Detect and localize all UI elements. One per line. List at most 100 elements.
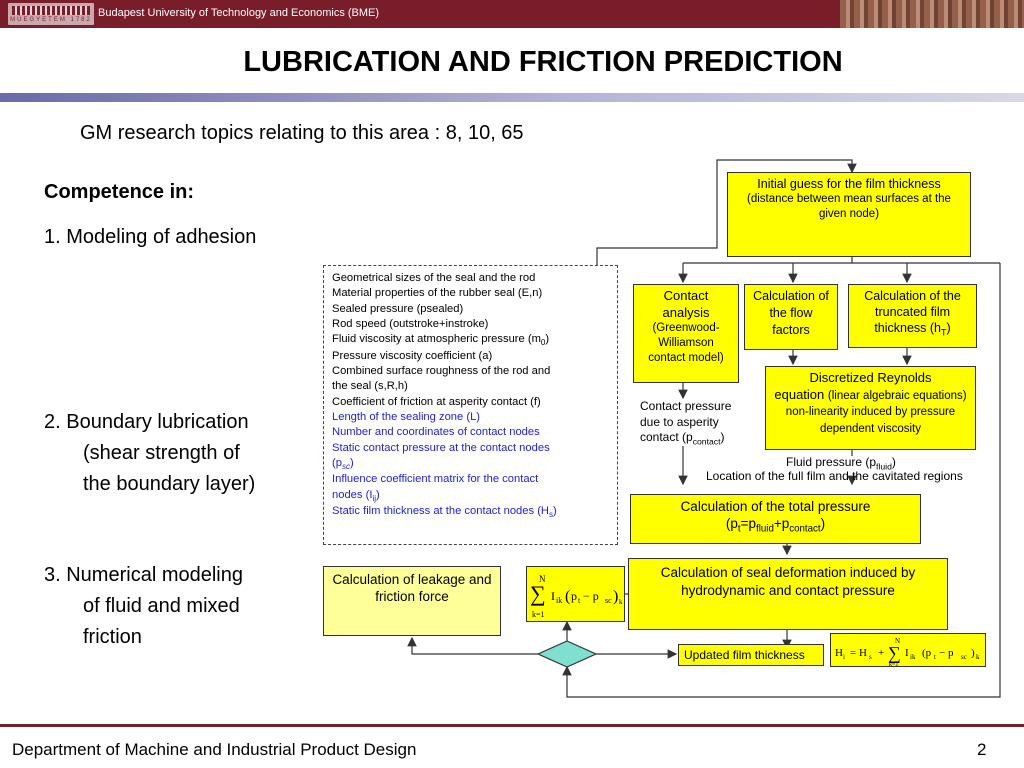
- param-contact-nodes: Number and coordinates of contact nodes: [332, 426, 540, 439]
- sum-upper-limit: N: [539, 574, 546, 584]
- page-number: 2: [977, 740, 987, 759]
- gm-research-topics: GM research topics relating to this area…: [80, 122, 524, 144]
- diamond-to-leakage-arrow: [407, 636, 538, 655]
- reynolds-detail: equation (linear algebraic equations) no…: [774, 386, 967, 436]
- h-eq: = H: [850, 647, 867, 659]
- sum-term-p: p: [571, 589, 577, 603]
- logo-building-icon: [12, 6, 90, 15]
- h-term-p: (p: [922, 647, 932, 659]
- seal-deformation-text: Calculation of seal deformation induced …: [660, 565, 916, 599]
- contact-analysis-line5: contact model): [648, 351, 724, 364]
- total-pressure-formula: (pt=pfluid+pcontact): [725, 516, 826, 535]
- param-psc: (psc): [332, 457, 354, 472]
- param-roughness: Combined surface roughness of the rod an…: [332, 364, 551, 377]
- total-pressure-box: Calculation of the total pressure (pt=pf…: [630, 494, 921, 544]
- updated-film-box: Updated film thickness: [678, 644, 824, 666]
- param-influence-nodes: nodes (Iij): [332, 488, 380, 503]
- contact-pressure-note: Contact pressure due to asperity contact…: [640, 399, 731, 448]
- university-name: Budapest University of Technology and Ec…: [98, 7, 380, 19]
- h-sigma-glyph: ∑: [888, 643, 901, 663]
- param-material: Material properties of the rubber seal (…: [332, 287, 543, 300]
- h-upper-limit: N: [895, 637, 900, 645]
- reynolds-equation-box: Discretized Reynolds equation (linear al…: [765, 366, 976, 450]
- loop-to-initial-guess-arrow: [596, 159, 857, 265]
- sum-term-minus: − p: [583, 589, 599, 603]
- contact-pressure-line1: Contact pressure: [640, 399, 732, 413]
- film-thickness-formula: H i = H s + N ∑ k=1 I ik (p t − p sc ) k: [835, 637, 980, 668]
- sum-sigma-glyph: ∑: [530, 581, 546, 606]
- sum-term-t: t: [578, 596, 581, 605]
- initial-guess-title: Initial guess for the film thickness: [757, 177, 941, 191]
- h-term-t: t: [934, 653, 936, 661]
- competence-item-adhesion: 1. Modeling of adhesion: [44, 226, 257, 248]
- header-building-photo: [840, 0, 1024, 28]
- footer-rule: [0, 724, 1024, 727]
- flow-factors-text: Calculation of the flow factors: [753, 289, 829, 337]
- param-pressure-viscosity: Pressure viscosity coefficient (a): [332, 349, 493, 362]
- contact-analysis-line2: analysis: [662, 304, 710, 320]
- param-geometry: Geometrical sizes of the seal and the ro…: [332, 272, 536, 284]
- title-rule: [0, 93, 1024, 102]
- sum-term-i: I: [551, 589, 555, 603]
- page-title: LUBRICATION AND FRICTION PREDICTION: [243, 46, 843, 78]
- param-sealed-pressure: Sealed pressure (psealed): [332, 302, 464, 315]
- h-lower-limit: k=1: [889, 662, 898, 668]
- h-term-close: ): [971, 647, 975, 659]
- decision-diamond: [536, 640, 598, 668]
- sum-term-k: k: [619, 598, 623, 606]
- param-rod-speed: Rod speed (outstroke+instroke): [332, 318, 489, 331]
- sum-open-paren: (: [565, 588, 570, 605]
- bme-logo: MŰEGYETEM 1782: [8, 3, 94, 25]
- competence-item-numerical-line3: friction: [83, 626, 142, 648]
- logo-text: MŰEGYETEM 1782: [10, 17, 92, 23]
- truncated-film-text: Calculation of the truncated film thickn…: [864, 289, 961, 338]
- param-friction-coefficient: Coefficient of friction at asperity cont…: [332, 395, 541, 408]
- sum-close-paren: ): [613, 588, 618, 605]
- sum-term-ik: ik: [556, 596, 562, 605]
- pressure-sum-formula: N ∑ k=1 I ik ( p t − p sc ) k: [530, 574, 623, 619]
- right-loop-arrow: [562, 263, 1001, 698]
- h-term-sc: sc: [961, 653, 967, 661]
- contact-analysis-box: Contact analysis (Greenwood- Williamson …: [633, 284, 739, 383]
- h-term-i: I: [905, 647, 909, 659]
- contact-analysis-line4: Williamson: [658, 336, 714, 349]
- leakage-friction-text: Calculation of leakage and friction forc…: [332, 572, 492, 605]
- competence-item-boundary: 2. Boundary lubrication: [44, 411, 249, 433]
- initial-guess-box: Initial guess for the film thickness (di…: [727, 172, 971, 257]
- pressure-sum-formula-box: N ∑ k=1 I ik ( p t − p sc ) k: [526, 566, 625, 622]
- sum-lower-limit: k=1: [532, 610, 545, 619]
- param-roughness-cont: the seal (s,R,h): [332, 380, 408, 393]
- seal-deformation-box: Calculation of seal deformation induced …: [628, 558, 948, 630]
- fluid-pressure-note: Fluid pressure (pfluid): [786, 455, 896, 472]
- h-term-minus: − p: [939, 647, 954, 659]
- sum-term-sc: sc: [605, 596, 612, 605]
- param-fluid-viscosity: Fluid viscosity at atmospheric pressure …: [332, 333, 550, 348]
- h-term-k: k: [976, 653, 980, 661]
- competence-item-boundary-line3: the boundary layer): [83, 473, 256, 495]
- contact-analysis-line3: (Greenwood-: [652, 322, 720, 335]
- leakage-friction-box: Calculation of leakage and friction forc…: [323, 566, 501, 636]
- h-sub-s: s: [869, 653, 872, 661]
- cavitation-location-note: Location of the full film and the cavita…: [706, 469, 963, 483]
- competence-item-numerical-line2: of fluid and mixed: [83, 595, 240, 617]
- initial-guess-detail: (distance between mean surfaces at the g…: [747, 193, 951, 220]
- film-thickness-formula-box: H i = H s + N ∑ k=1 I ik (p t − p sc ) k: [830, 633, 986, 668]
- footer-department: Department of Machine and Industrial Pro…: [12, 740, 417, 759]
- h-term-ik: ik: [910, 653, 916, 661]
- param-static-film: Static film thickness at the contact nod…: [332, 504, 557, 520]
- contact-pressure-line3: contact (pcontact): [640, 430, 725, 447]
- total-pressure-title: Calculation of the total pressure: [680, 499, 871, 514]
- contact-analysis-line1: Contact: [663, 288, 709, 303]
- h-sub-i: i: [843, 653, 845, 661]
- h-lhs: H: [835, 647, 843, 659]
- h-plus: +: [878, 647, 884, 659]
- param-influence-matrix: Influence coefficient matrix for the con…: [332, 473, 539, 486]
- flow-factors-box: Calculation of the flow factors: [744, 284, 838, 350]
- truncated-film-box: Calculation of the truncated film thickn…: [848, 284, 977, 348]
- contact-pressure-line2: due to asperity: [640, 414, 719, 429]
- competence-item-numerical: 3. Numerical modeling: [44, 564, 243, 586]
- reynolds-title: Discretized Reynolds: [809, 370, 932, 385]
- competence-heading: Competence in:: [44, 181, 195, 203]
- competence-item-boundary-line2: (shear strength of: [83, 442, 240, 464]
